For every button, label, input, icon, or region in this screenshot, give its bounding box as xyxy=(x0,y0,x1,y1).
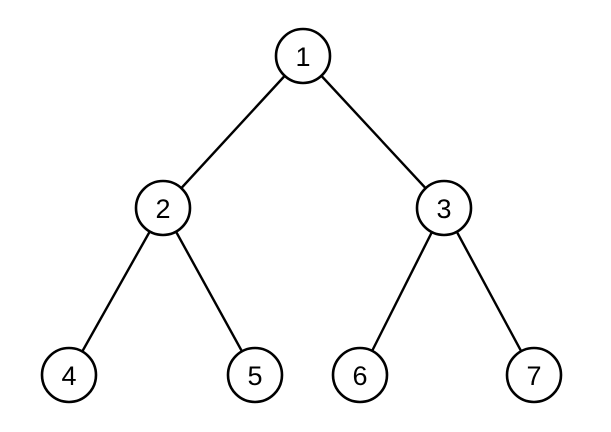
tree-edge-3-7 xyxy=(442,207,536,376)
node-label-7: 7 xyxy=(526,361,541,391)
tree-edge-2-4 xyxy=(67,207,165,376)
tree-node-3[interactable]: 3 xyxy=(415,179,473,237)
node-circle-6 xyxy=(331,346,389,404)
tree-edge-3-6 xyxy=(358,207,446,376)
node-label-6: 6 xyxy=(352,361,367,391)
node-circle-7 xyxy=(505,346,563,404)
node-circle-1 xyxy=(274,27,332,85)
edge-layer xyxy=(67,55,536,376)
node-label-1: 1 xyxy=(295,42,310,72)
tree-node-5[interactable]: 5 xyxy=(226,346,284,404)
node-label-5: 5 xyxy=(247,361,262,391)
node-circle-3 xyxy=(415,179,473,237)
tree-node-2[interactable]: 2 xyxy=(134,179,192,237)
node-circle-2 xyxy=(134,179,192,237)
node-label-4: 4 xyxy=(61,361,76,391)
node-circle-5 xyxy=(226,346,284,404)
tree-node-6[interactable]: 6 xyxy=(331,346,389,404)
node-label-3: 3 xyxy=(436,194,451,224)
tree-edge-1-2 xyxy=(162,55,304,209)
tree-node-7[interactable]: 7 xyxy=(505,346,563,404)
node-circle-4 xyxy=(40,346,98,404)
tree-node-4[interactable]: 4 xyxy=(40,346,98,404)
node-label-2: 2 xyxy=(155,194,170,224)
tree-edge-2-5 xyxy=(161,207,257,376)
tree-node-1[interactable]: 1 xyxy=(274,27,332,85)
tree-edge-1-3 xyxy=(302,55,445,209)
node-layer: 1 2 3 4 5 6 7 xyxy=(40,27,563,404)
